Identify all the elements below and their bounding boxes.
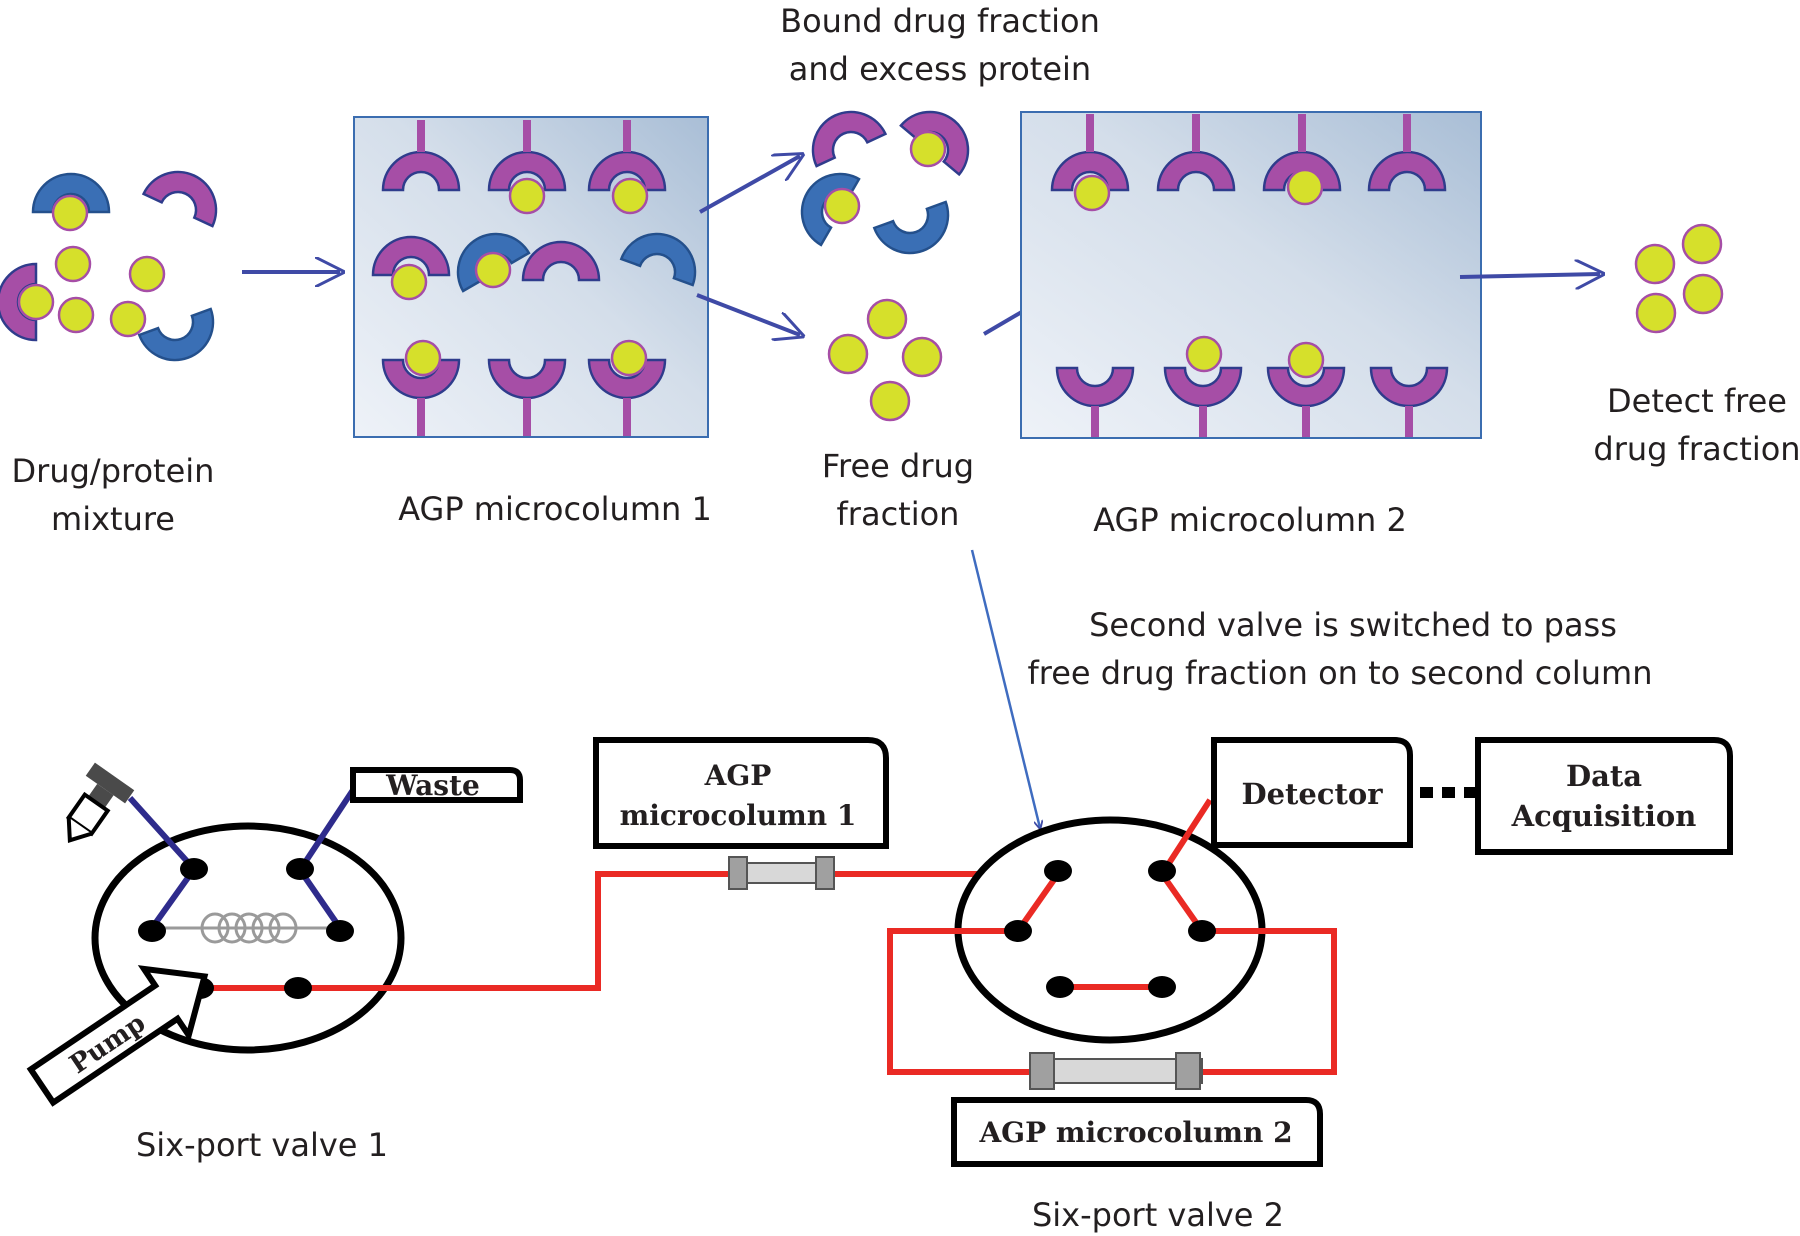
protein-purple-cup <box>811 110 888 168</box>
data-acquisition-box <box>1475 737 1733 855</box>
drug-molecule <box>404 339 442 377</box>
flow-arrow-bound <box>699 156 800 214</box>
label-detect-line1: Detect free <box>1607 382 1787 420</box>
injection-syringe-icon <box>65 762 135 844</box>
drug-molecule <box>1185 335 1223 373</box>
flow-arrow-free <box>696 293 800 335</box>
note-line1: Second valve is switched to pass <box>1089 606 1617 644</box>
agp-box-1-line1: AGP <box>704 759 772 792</box>
column-1-contents <box>371 120 697 436</box>
drug-molecule <box>508 177 546 215</box>
drug-molecule <box>109 300 147 338</box>
drug-molecule <box>1682 273 1724 315</box>
bound-protein <box>1266 366 1346 408</box>
drug-molecule <box>1287 341 1325 379</box>
data-acq-line2: Acquisition <box>1511 799 1697 833</box>
protein-purple-cup <box>899 110 970 177</box>
valve-1-ports <box>138 858 354 999</box>
label-free-line1: Free drug <box>822 447 974 485</box>
bound-protein <box>1367 150 1447 192</box>
valve-1-label: Six-port valve 1 <box>136 1126 388 1164</box>
label-column-1: AGP microcolumn 1 <box>398 490 712 528</box>
detector-label: Detector <box>1241 777 1383 811</box>
bound-protein <box>587 150 667 192</box>
protein-blue-cup <box>137 307 215 362</box>
free-fraction-group <box>827 298 943 422</box>
agp-microcolumn-1-box <box>593 737 889 849</box>
column-2-contents <box>1050 114 1449 437</box>
bound-protein <box>1156 150 1236 192</box>
detector-data-connector <box>1420 787 1477 798</box>
waste-label: Waste <box>385 769 480 802</box>
agp-microcolumn-2-box <box>951 1097 1323 1167</box>
data-acq-line1: Data <box>1566 759 1642 793</box>
label-mixture-line1: Drug/protein <box>12 452 215 490</box>
drug-molecule <box>1634 243 1676 285</box>
flow-arrow-detect <box>1459 274 1600 277</box>
protein-blue-cup <box>872 200 950 255</box>
drug-molecule <box>869 380 911 422</box>
column-2-cartridge <box>1029 1052 1203 1090</box>
drug-molecule <box>1286 168 1324 206</box>
drug-molecule <box>57 296 95 334</box>
label-bound-line1: Bound drug fraction <box>780 2 1100 40</box>
note-line2: free drug fraction on to second column <box>1027 654 1652 692</box>
label-free-line2: fraction <box>837 495 960 533</box>
drug-molecule <box>1635 292 1677 334</box>
label-bound-line2: and excess protein <box>789 50 1091 88</box>
drug-molecule <box>827 333 869 375</box>
drug-molecule <box>474 251 512 289</box>
label-detect-line2: drug fraction <box>1593 430 1800 468</box>
tubing-valve1-to-column1 <box>200 871 737 991</box>
drug-molecule <box>17 283 55 321</box>
bound-protein <box>381 150 461 192</box>
drug-molecule <box>823 187 861 225</box>
valve-2-label: Six-port valve 2 <box>1032 1196 1284 1234</box>
bound-fraction-group <box>800 110 970 255</box>
bound-protein <box>587 358 667 400</box>
protein-purple-cup <box>521 240 601 282</box>
bound-protein <box>487 358 567 400</box>
drug-molecule <box>909 130 947 168</box>
drug-molecule <box>901 336 943 378</box>
bound-protein <box>1055 366 1135 408</box>
agp-box-2-label: AGP microcolumn 2 <box>978 1116 1292 1149</box>
detected-drug-group <box>1634 223 1724 334</box>
drug-molecule <box>128 255 166 293</box>
bound-protein <box>1369 366 1449 408</box>
label-mixture-line2: mixture <box>51 500 175 538</box>
label-column-2: AGP microcolumn 2 <box>1093 501 1407 539</box>
drug-molecule <box>866 298 908 340</box>
valve-2-ports <box>1004 860 1216 998</box>
waste-box <box>350 767 523 803</box>
protein-purple-cup <box>371 235 451 277</box>
protein-purple-cup <box>141 170 218 228</box>
drug-molecule <box>1073 174 1111 212</box>
bound-protein <box>1163 366 1243 408</box>
sample-loop-coil <box>155 912 338 944</box>
drug-molecule <box>54 245 92 283</box>
valve-1-connections <box>127 788 356 930</box>
agp-box-1-line2: microcolumn 1 <box>620 799 857 832</box>
bound-protein <box>487 150 567 192</box>
drug-molecule <box>390 263 428 301</box>
protein-blue-cup <box>31 172 111 214</box>
bound-protein <box>381 358 461 400</box>
mixture-group <box>0 170 218 362</box>
column-1-cartridge <box>728 856 835 890</box>
protein-blue-cup <box>619 232 697 287</box>
detector-box <box>1211 737 1413 848</box>
flow-arrow-to-valve-2 <box>970 549 1040 828</box>
drug-molecule <box>1681 223 1723 265</box>
bound-protein <box>1050 150 1130 192</box>
drug-molecule <box>611 177 649 215</box>
drug-molecule <box>51 194 89 232</box>
drug-molecule <box>610 339 648 377</box>
